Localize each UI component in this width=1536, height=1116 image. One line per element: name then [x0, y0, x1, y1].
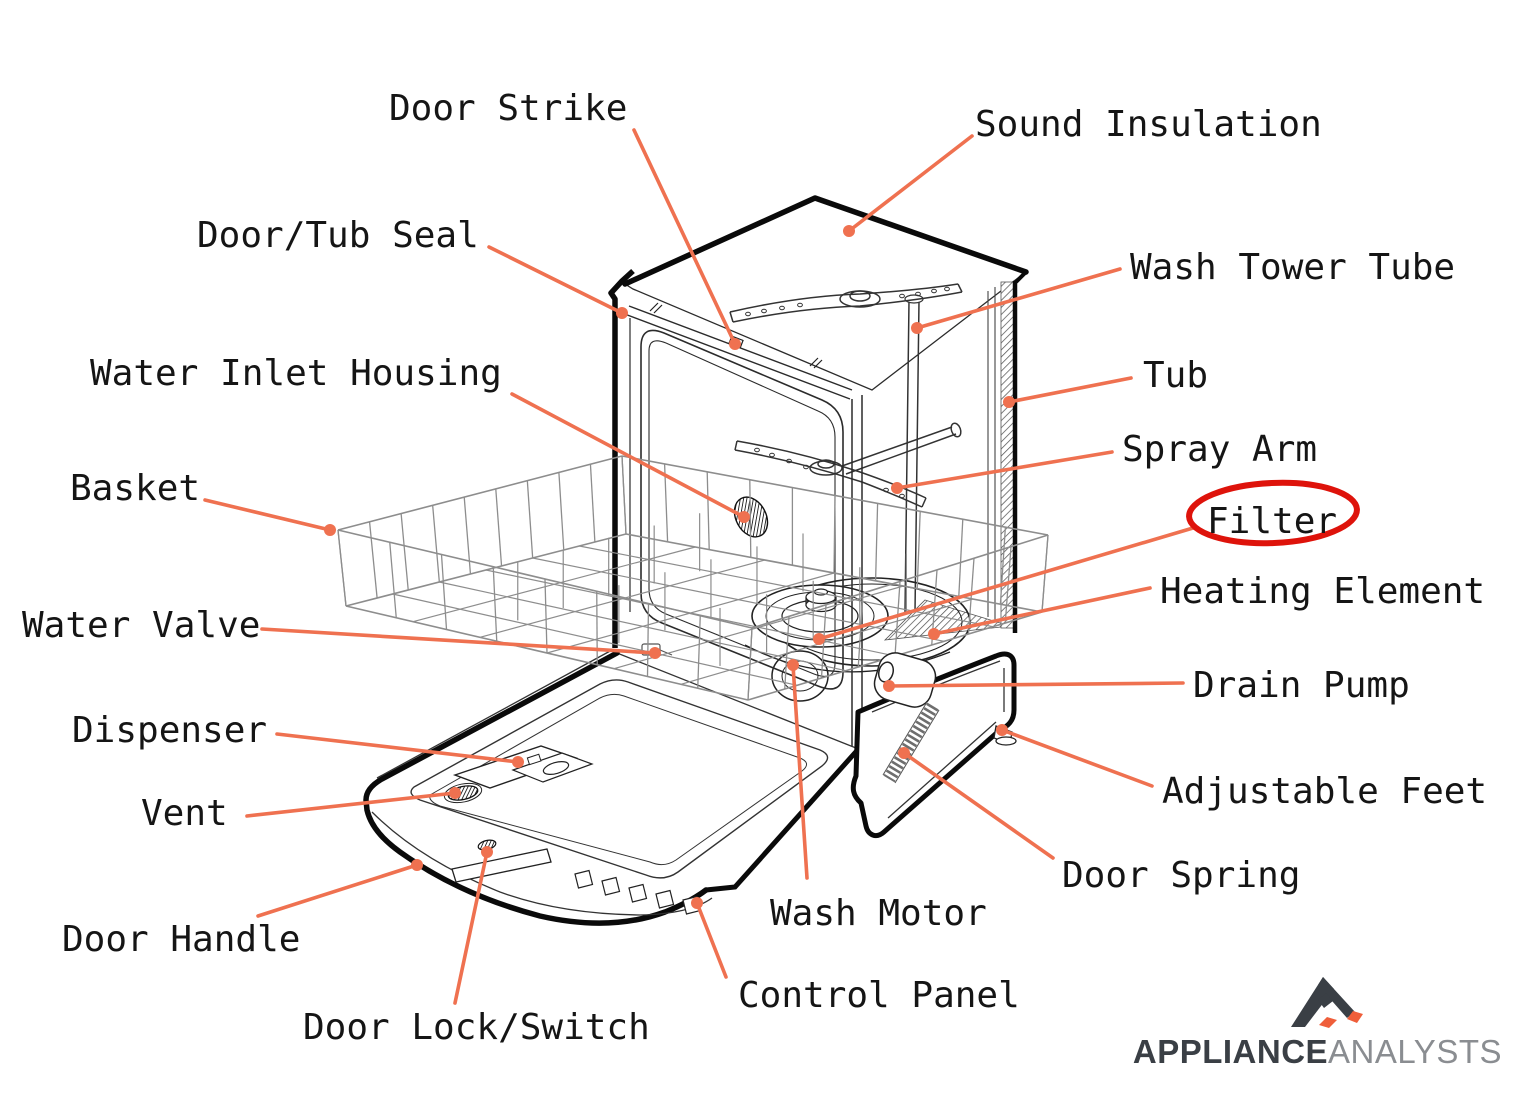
leader-dispenser — [275, 732, 520, 764]
mountain-a-logo-icon — [1291, 977, 1363, 1028]
label-drain-pump: Drain Pump — [1193, 665, 1410, 706]
leader-door-handle — [256, 863, 419, 918]
leader-spray-arm — [895, 450, 1114, 490]
label-filter: Filter — [1207, 501, 1338, 542]
label-water-valve: Water Valve — [22, 605, 261, 646]
label-door-handle: Door Handle — [62, 919, 301, 960]
svg-text:APPLIANCEANALYSTS: APPLIANCEANALYSTS — [1133, 1033, 1502, 1070]
door-spring-part — [882, 701, 940, 784]
label-dispenser: Dispenser — [72, 710, 268, 751]
label-door-lock-switch: Door Lock/Switch — [303, 1007, 650, 1048]
control-panel-part — [451, 848, 702, 915]
leader-door-tub-seal — [487, 245, 624, 315]
tub-drawing — [608, 195, 1029, 746]
label-wash-motor: Wash Motor — [770, 893, 987, 934]
logo-text-bold: APPLIANCE — [1133, 1033, 1328, 1070]
leader-door-spring — [902, 751, 1055, 860]
leader-heating-element — [932, 586, 1152, 636]
upper-spray-arm-part — [729, 283, 963, 323]
label-spray-arm: Spray Arm — [1122, 429, 1318, 470]
label-door-tub-seal: Door/Tub Seal — [197, 215, 479, 256]
leader-control-panel — [695, 901, 728, 979]
label-basket: Basket — [70, 468, 201, 509]
leader-vent — [245, 791, 457, 818]
leader-wash-motor — [791, 663, 809, 880]
drain-pump-part — [873, 652, 937, 708]
filter-highlight-ellipse — [1186, 479, 1360, 547]
leader-lines — [203, 128, 1195, 1005]
basket-part — [337, 455, 1049, 701]
label-door-spring: Door Spring — [1062, 855, 1301, 896]
leader-filter — [817, 526, 1195, 641]
water-inlet-housing-part — [733, 496, 769, 538]
label-sound-insulation: Sound Insulation — [975, 104, 1322, 145]
leader-basket — [203, 498, 332, 532]
leader-drain-pump — [887, 681, 1185, 688]
label-door-strike: Door Strike — [389, 88, 628, 129]
leader-door-lock-switch — [453, 850, 489, 1005]
label-tub: Tub — [1143, 355, 1209, 396]
leader-water-inlet-housing — [510, 392, 746, 519]
base-drawing — [850, 651, 1017, 839]
label-adjustable-feet: Adjustable Feet — [1162, 771, 1488, 812]
leader-door-strike — [632, 128, 737, 346]
label-heating-element: Heating Element — [1160, 571, 1486, 612]
leader-wash-tower-tube — [915, 267, 1122, 330]
label-vent: Vent — [141, 793, 228, 834]
appliance-analysts-logo: APPLIANCEANALYSTS — [1133, 977, 1502, 1070]
logo-text-light: ANALYSTS — [1328, 1033, 1502, 1070]
leader-adjustable-feet — [1000, 728, 1154, 788]
leader-sound-insulation — [847, 134, 974, 233]
leader-water-valve — [260, 627, 657, 655]
label-water-inlet-housing: Water Inlet Housing — [90, 353, 502, 394]
mid-spray-arm-part — [734, 422, 962, 508]
label-wash-tower-tube: Wash Tower Tube — [1130, 247, 1456, 288]
leader-tub — [1007, 376, 1133, 404]
label-control-panel: Control Panel — [738, 975, 1020, 1016]
